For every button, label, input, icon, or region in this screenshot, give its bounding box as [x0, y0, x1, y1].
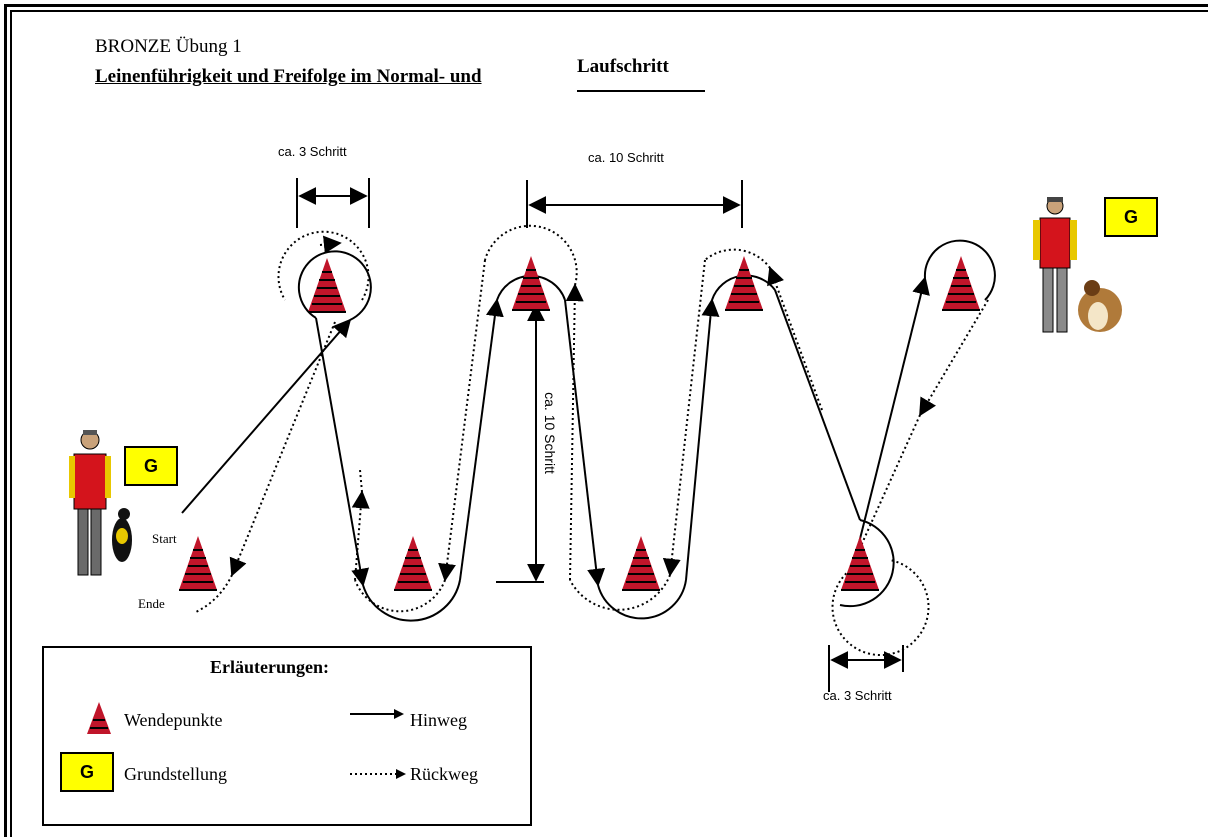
legend-hinweg: Hinweg	[410, 710, 467, 730]
rueckweg-path	[195, 224, 989, 656]
cone-7	[840, 535, 880, 591]
dog-left	[112, 508, 132, 562]
legend-title: Erläuterungen:	[210, 657, 329, 677]
dimension-top-middle	[526, 180, 743, 228]
legend-cone-icon	[87, 702, 111, 734]
cone-2	[511, 255, 551, 311]
legend-hinweg-arrow	[350, 709, 404, 719]
exercise-subtitle: Leinenführigkeit und Freifolge im Normal…	[95, 66, 482, 87]
exercise-subtitle-suffix: Laufschritt	[577, 56, 669, 77]
dimension-label-vertical: ca. 10 Schritt	[542, 392, 558, 474]
exercise-title: BRONZE Übung 1	[95, 36, 242, 57]
dimension-vertical	[496, 303, 545, 583]
dimension-top-left	[296, 178, 370, 228]
dog-right	[1078, 280, 1122, 332]
cone-4	[941, 255, 981, 311]
cone-5	[393, 535, 433, 591]
legend-box	[42, 646, 532, 826]
legend-rueckweg-arrow	[350, 769, 406, 779]
dimension-bottom-right	[828, 645, 904, 692]
cone-start	[178, 535, 218, 591]
handler-right	[1033, 197, 1077, 333]
legend-grundstellung: Grundstellung	[124, 764, 227, 784]
outer-border	[4, 4, 1208, 837]
legend-g-box: G	[60, 752, 114, 792]
handler-left	[69, 430, 111, 576]
legend-wendepunkte: Wendepunkte	[124, 710, 223, 730]
dimension-label-bottom-right: ca. 3 Schritt	[823, 688, 892, 703]
hinweg-path	[181, 239, 996, 622]
end-label: Ende	[138, 596, 165, 611]
dimension-label-top-left: ca. 3 Schritt	[278, 144, 347, 159]
start-label: Start	[152, 531, 177, 546]
subtitle-underline	[577, 90, 705, 92]
grundstellung-box-left: G	[124, 446, 178, 486]
grundstellung-box-right: G	[1104, 197, 1158, 237]
inner-border	[10, 10, 1208, 837]
cone-3	[724, 255, 764, 311]
legend-rueckweg: Rückweg	[410, 764, 478, 784]
cone-1	[307, 257, 347, 313]
dimension-label-top-middle: ca. 10 Schritt	[588, 150, 664, 165]
cone-6	[621, 535, 661, 591]
